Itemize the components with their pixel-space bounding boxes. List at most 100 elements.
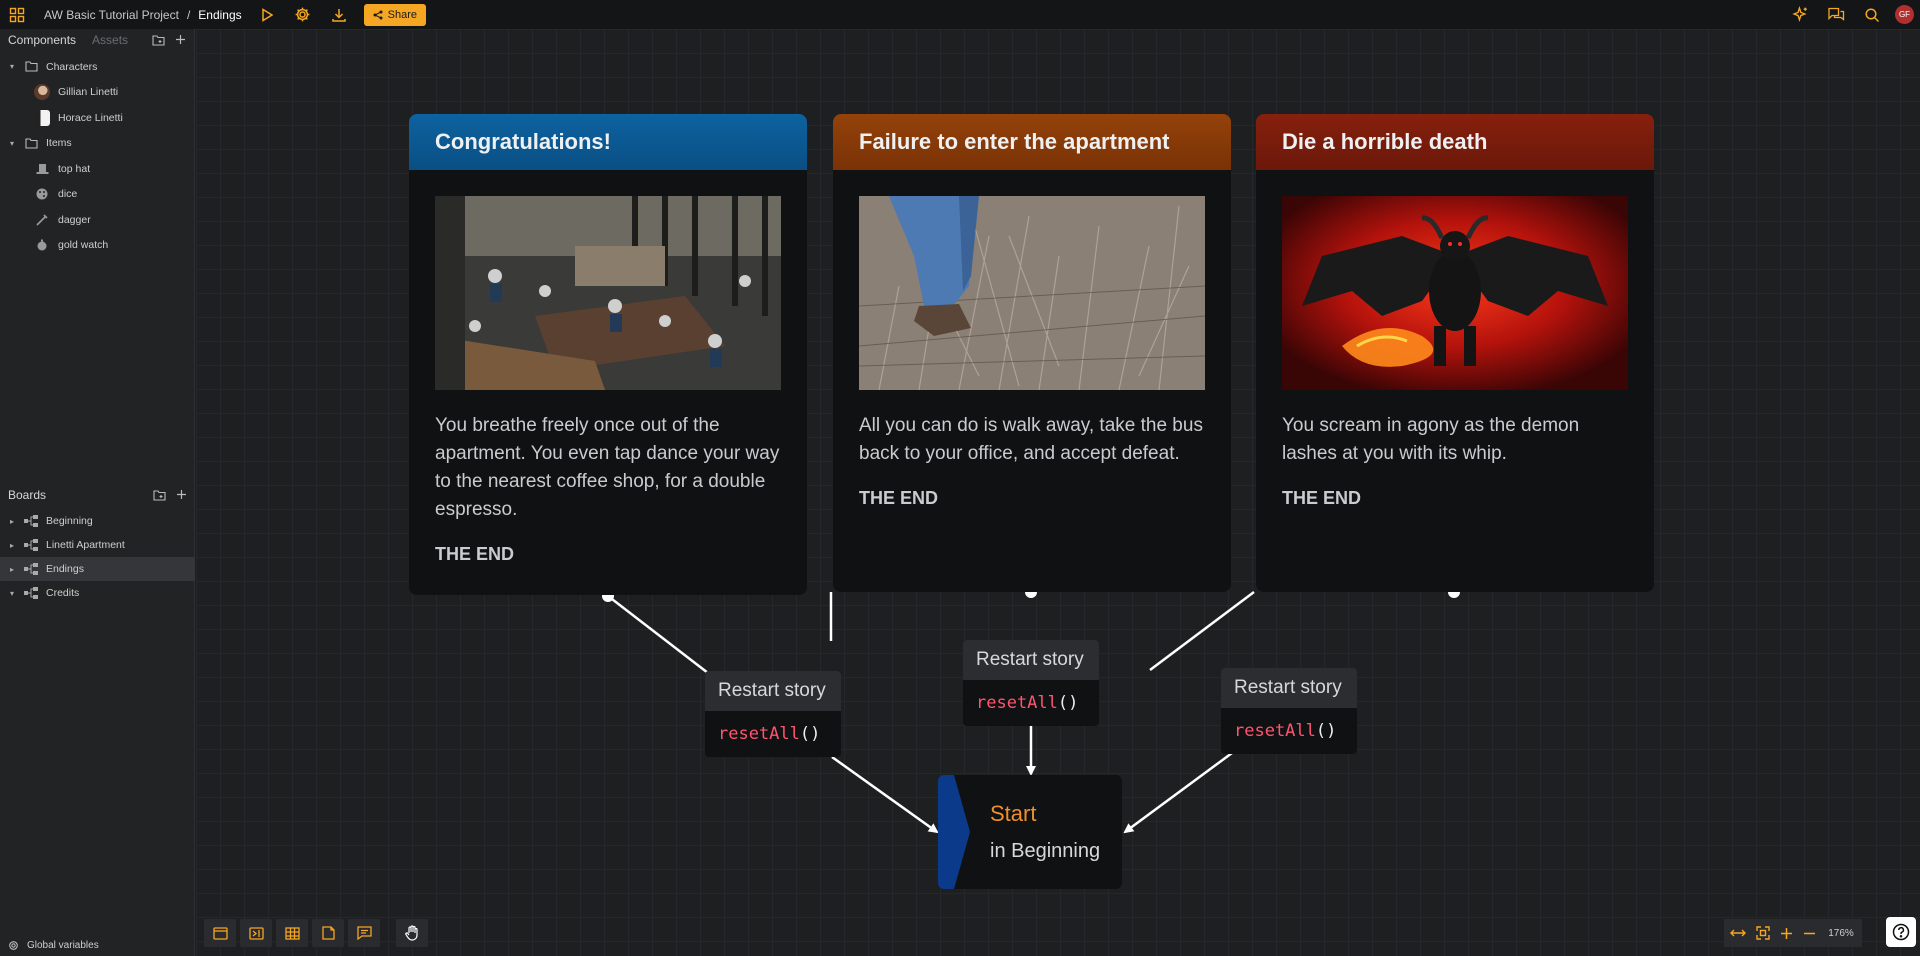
flow-fragment-failure[interactable]: Failure to enter the apartment All you c… [833, 114, 1231, 592]
entity-label: gold watch [58, 239, 109, 252]
folder-label: Items [46, 137, 72, 150]
card-title: Die a horrible death [1282, 129, 1488, 154]
help-button[interactable] [1886, 917, 1916, 947]
start-chevron-icon [938, 775, 970, 889]
sparkle-icon[interactable] [1787, 2, 1813, 28]
folder-label: Characters [46, 60, 98, 73]
dice-icon [36, 188, 50, 200]
node-script: resetAll() [963, 680, 1099, 726]
entity-label: top hat [58, 162, 91, 175]
top-hat-icon [36, 163, 50, 175]
add-icon[interactable] [175, 34, 186, 45]
folder-icon [24, 60, 38, 74]
tab-assets[interactable]: Assets [92, 33, 129, 47]
chevron-right-icon[interactable]: ▸ [9, 516, 14, 526]
board-label: Credits [46, 587, 80, 599]
flow-board-icon [24, 514, 38, 528]
entity-top-hat[interactable]: top hat [0, 156, 194, 182]
board-linetti-apartment[interactable]: ▸ Linetti Apartment [0, 533, 195, 557]
card-header: Congratulations! [409, 114, 807, 170]
chevron-down-icon[interactable]: ▾ [9, 138, 14, 148]
script-args: () [1057, 693, 1079, 713]
board-endings[interactable]: ▸ Endings [0, 557, 195, 581]
add-jump-button[interactable] [240, 919, 272, 947]
breadcrumb-board: Endings [198, 7, 242, 22]
components-panel-header: Components Assets [0, 29, 194, 51]
folder-characters[interactable]: ▾ Characters [0, 54, 194, 80]
breadcrumb-project[interactable]: AW Basic Tutorial Project [44, 7, 179, 22]
chevron-down-icon[interactable]: ▾ [9, 62, 14, 72]
boards-panel-header: Boards [0, 484, 195, 506]
fit-screen-icon[interactable] [1756, 926, 1770, 940]
entity-gold-watch[interactable]: gold watch [0, 233, 194, 259]
add-comment-button[interactable] [348, 919, 380, 947]
card-text: You breathe freely once out of the apart… [435, 415, 780, 520]
entity-gillian-linetti[interactable]: Gillian Linetti [0, 80, 194, 106]
connection-arrow [1123, 751, 1233, 834]
user-avatar[interactable]: GF [1895, 5, 1914, 24]
new-folder-icon[interactable] [152, 34, 165, 46]
folder-items[interactable]: ▾ Items [0, 131, 194, 157]
hand-icon [404, 925, 418, 941]
card-end-label: THE END [859, 488, 939, 508]
chevron-down-icon[interactable]: ▾ [9, 588, 14, 598]
add-note-button[interactable] [312, 919, 344, 947]
restart-story-node-2[interactable]: Restart story resetAll() [963, 640, 1099, 726]
flow-fragment-congratulations[interactable]: Congratulations! You breathe freely once… [409, 114, 807, 595]
node-label: Restart story [963, 640, 1099, 680]
new-folder-icon[interactable] [153, 489, 166, 501]
card-header: Failure to enter the apartment [833, 114, 1231, 170]
entity-label: Gillian Linetti [58, 86, 119, 99]
demon-image [1282, 196, 1628, 390]
chevron-right-icon[interactable]: ▸ [9, 564, 14, 574]
search-icon[interactable] [1859, 2, 1885, 28]
add-icon[interactable] [176, 489, 187, 500]
restart-story-node-1[interactable]: Restart story resetAll() [705, 671, 841, 757]
entity-horace-linetti[interactable]: Horace Linetti [0, 105, 194, 131]
settings-gear-icon[interactable] [290, 2, 316, 28]
board-credits[interactable]: ▾ Credits [0, 581, 195, 605]
card-icon [212, 926, 228, 940]
add-hub-button[interactable] [276, 919, 308, 947]
play-icon[interactable] [254, 2, 280, 28]
board-beginning[interactable]: ▸ Beginning [0, 509, 195, 533]
node-label: Restart story [705, 671, 841, 711]
character-avatar [34, 84, 50, 101]
download-icon[interactable] [326, 2, 352, 28]
script-function: resetAll [1234, 721, 1316, 741]
help-icon [1892, 923, 1910, 941]
start-node[interactable]: Start in Beginning [938, 775, 1122, 889]
comments-icon[interactable] [1823, 2, 1849, 28]
flow-canvas[interactable]: Congratulations! You breathe freely once… [196, 29, 1920, 956]
share-icon [373, 10, 383, 19]
connection-line [1149, 591, 1255, 671]
zoom-in-icon[interactable] [1780, 927, 1793, 940]
flow-fragment-horrible-death[interactable]: Die a horrible death You scream in agony… [1256, 114, 1654, 592]
entity-dagger[interactable]: dagger [0, 207, 194, 233]
restart-story-node-3[interactable]: Restart story resetAll() [1221, 668, 1357, 754]
start-subtitle: in Beginning [990, 840, 1101, 862]
flow-board-icon [24, 562, 38, 576]
flow-board-icon [24, 586, 38, 600]
node-label: Restart story [1221, 668, 1357, 708]
add-flow-fragment-button[interactable] [204, 919, 236, 947]
node-script: resetAll() [705, 711, 841, 757]
comment-icon [356, 926, 372, 940]
tab-components[interactable]: Components [8, 33, 77, 47]
walking-feet-image [859, 196, 1205, 390]
pan-tool-button[interactable] [396, 919, 428, 947]
boards-list: ▸ Beginning ▸ Linetti Apartment ▸ Ending… [0, 509, 195, 605]
sidebar: Components Assets ▾ Characters Gillian L… [0, 29, 195, 956]
note-icon [321, 926, 335, 940]
apps-grid-icon[interactable] [4, 2, 30, 28]
board-label: Endings [46, 563, 84, 575]
chevron-right-icon[interactable]: ▸ [9, 540, 14, 550]
zoom-level[interactable]: 176% [1828, 927, 1854, 939]
entity-label: Horace Linetti [58, 111, 123, 124]
entity-dice[interactable]: dice [0, 182, 194, 208]
global-variables-button[interactable]: Global variables [0, 934, 195, 956]
gear-icon [9, 940, 18, 950]
fit-width-icon[interactable] [1730, 927, 1746, 939]
zoom-out-icon[interactable] [1803, 927, 1816, 940]
share-button[interactable]: Share [363, 3, 427, 26]
